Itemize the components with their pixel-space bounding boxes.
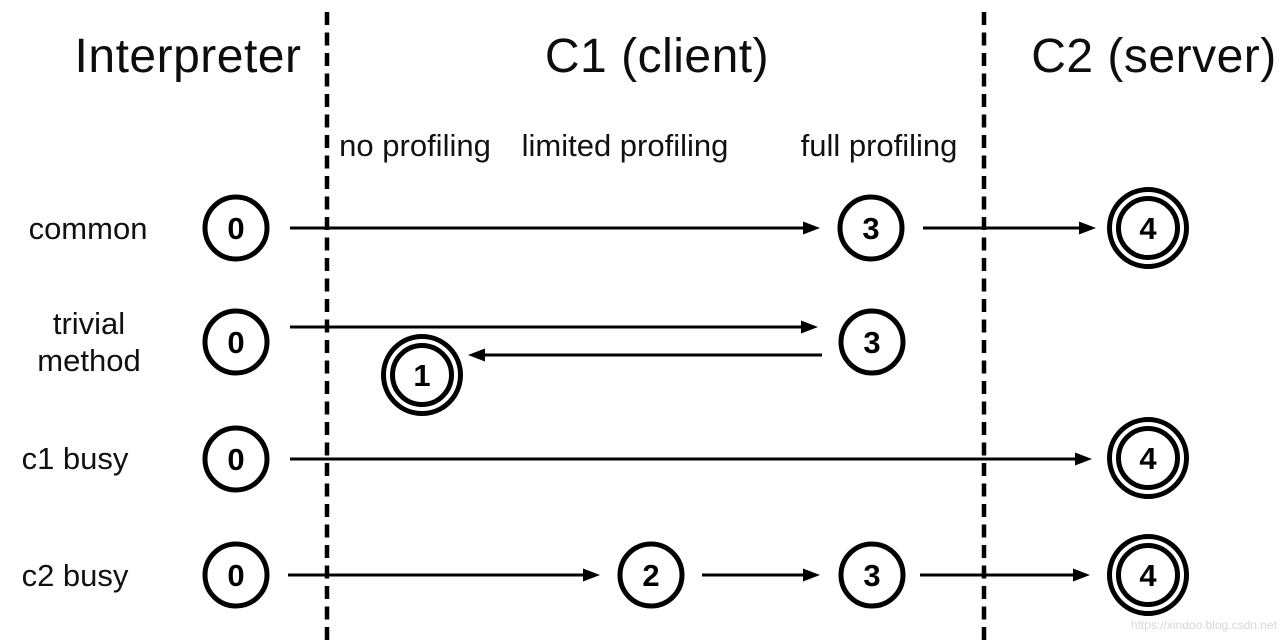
- transition-arrow-c1busy-0-to-4: [290, 452, 1092, 466]
- state-node-c2busy-2: 2: [617, 541, 685, 609]
- final-state-node-trivial-1: 1: [381, 334, 463, 416]
- state-number: 1: [413, 358, 430, 393]
- phase-label-full-profiling: full profiling: [800, 128, 958, 163]
- state-number: 4: [1139, 211, 1157, 246]
- transition-arrow-c2busy-0-to-2: [288, 568, 600, 582]
- state-node-common-0: 0: [202, 194, 270, 262]
- column-header-c2-server: C2 (server): [1031, 30, 1277, 83]
- state-node-common-3: 3: [837, 194, 905, 262]
- state-number: 3: [862, 211, 879, 246]
- row-label-trivial-method: trivial method: [37, 306, 141, 378]
- state-number: 4: [1139, 441, 1157, 476]
- transition-arrow-trivial-0-to-3: [290, 320, 818, 334]
- arrowhead-icon: [803, 221, 820, 235]
- state-number: 0: [227, 442, 244, 477]
- transition-arrow-common-0-to-3: [290, 221, 820, 235]
- arrowhead-icon: [468, 348, 485, 362]
- state-number: 0: [227, 211, 244, 246]
- final-state-node-common-4: 4: [1107, 187, 1189, 269]
- arrowhead-icon: [801, 320, 818, 334]
- watermark-url: https://xindoo.blog.csdn.net: [1130, 618, 1277, 632]
- state-node-c2busy-0: 0: [202, 541, 270, 609]
- row-label-c1-busy: c1 busy: [21, 441, 129, 476]
- state-node-trivial-0: 0: [202, 308, 270, 376]
- state-number: 0: [227, 325, 244, 360]
- column-header-c1-client: C1 (client): [544, 30, 770, 83]
- row-label-common: common: [28, 211, 148, 246]
- state-node-c2busy-3: 3: [838, 541, 906, 609]
- transition-arrow-c2busy-3-to-4: [920, 568, 1090, 582]
- arrowhead-icon: [803, 568, 820, 582]
- state-number: 3: [863, 558, 880, 593]
- state-number: 0: [227, 558, 244, 593]
- arrowhead-icon: [1073, 568, 1090, 582]
- column-header-interpreter: Interpreter: [74, 30, 302, 83]
- final-state-node-c1busy-4: 4: [1107, 417, 1189, 499]
- arrowhead-icon: [1075, 452, 1092, 466]
- final-state-node-c2busy-4: 4: [1107, 534, 1189, 616]
- phase-label-no-profiling: no profiling: [339, 128, 491, 163]
- state-number: 4: [1139, 558, 1157, 593]
- state-node-trivial-3: 3: [838, 308, 906, 376]
- transition-arrow-c2busy-2-to-3: [702, 568, 820, 582]
- state-number: 3: [863, 325, 880, 360]
- row-label-c2-busy: c2 busy: [21, 558, 129, 593]
- transition-arrow-trivial-3-to-1: [468, 348, 822, 362]
- state-number: 2: [642, 558, 659, 593]
- transition-arrow-common-3-to-4: [923, 221, 1096, 235]
- state-node-c1busy-0: 0: [202, 425, 270, 493]
- arrowhead-icon: [1079, 221, 1096, 235]
- arrowhead-icon: [583, 568, 600, 582]
- phase-label-limited-profiling: limited profiling: [521, 128, 729, 163]
